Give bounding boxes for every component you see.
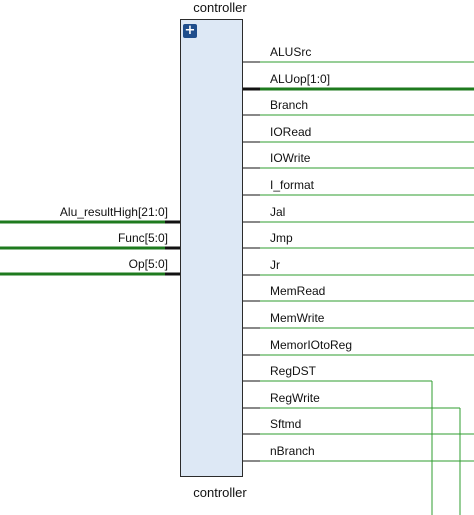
output-port-jr: Jr (270, 258, 280, 272)
output-port-branch: Branch (270, 98, 309, 112)
controller-block[interactable] (180, 19, 243, 477)
output-port-regdst: RegDST (270, 364, 317, 378)
output-port-ioread: IORead (270, 125, 312, 139)
output-port-alusrc: ALUSrc (270, 45, 312, 59)
output-port-jal: Jal (270, 205, 286, 219)
plus-icon[interactable]: + (183, 23, 197, 38)
output-port-i-format: I_format (270, 178, 315, 192)
input-port-alu-resulthigh-21-0: Alu_resultHigh[21:0] (59, 205, 168, 219)
block-title-top: controller (193, 0, 247, 15)
output-port-iowrite: IOWrite (270, 151, 311, 165)
output-port-memwrite: MemWrite (270, 311, 325, 325)
output-port-memread: MemRead (270, 284, 326, 298)
block-title-bottom: controller (193, 485, 247, 500)
output-port-regwrite: RegWrite (270, 391, 320, 405)
input-port-func-5-0: Func[5:0] (117, 231, 168, 245)
output-port-jmp: Jmp (270, 231, 293, 245)
output-port-sftmd: Sftmd (270, 417, 302, 431)
output-port-memoriotoreg: MemorIOtoReg (270, 338, 353, 352)
wire-layer (0, 61, 474, 515)
output-port-aluop-1-0: ALUop[1:0] (270, 72, 331, 86)
input-port-op-5-0: Op[5:0] (128, 257, 168, 271)
output-port-nbranch: nBranch (270, 444, 315, 458)
